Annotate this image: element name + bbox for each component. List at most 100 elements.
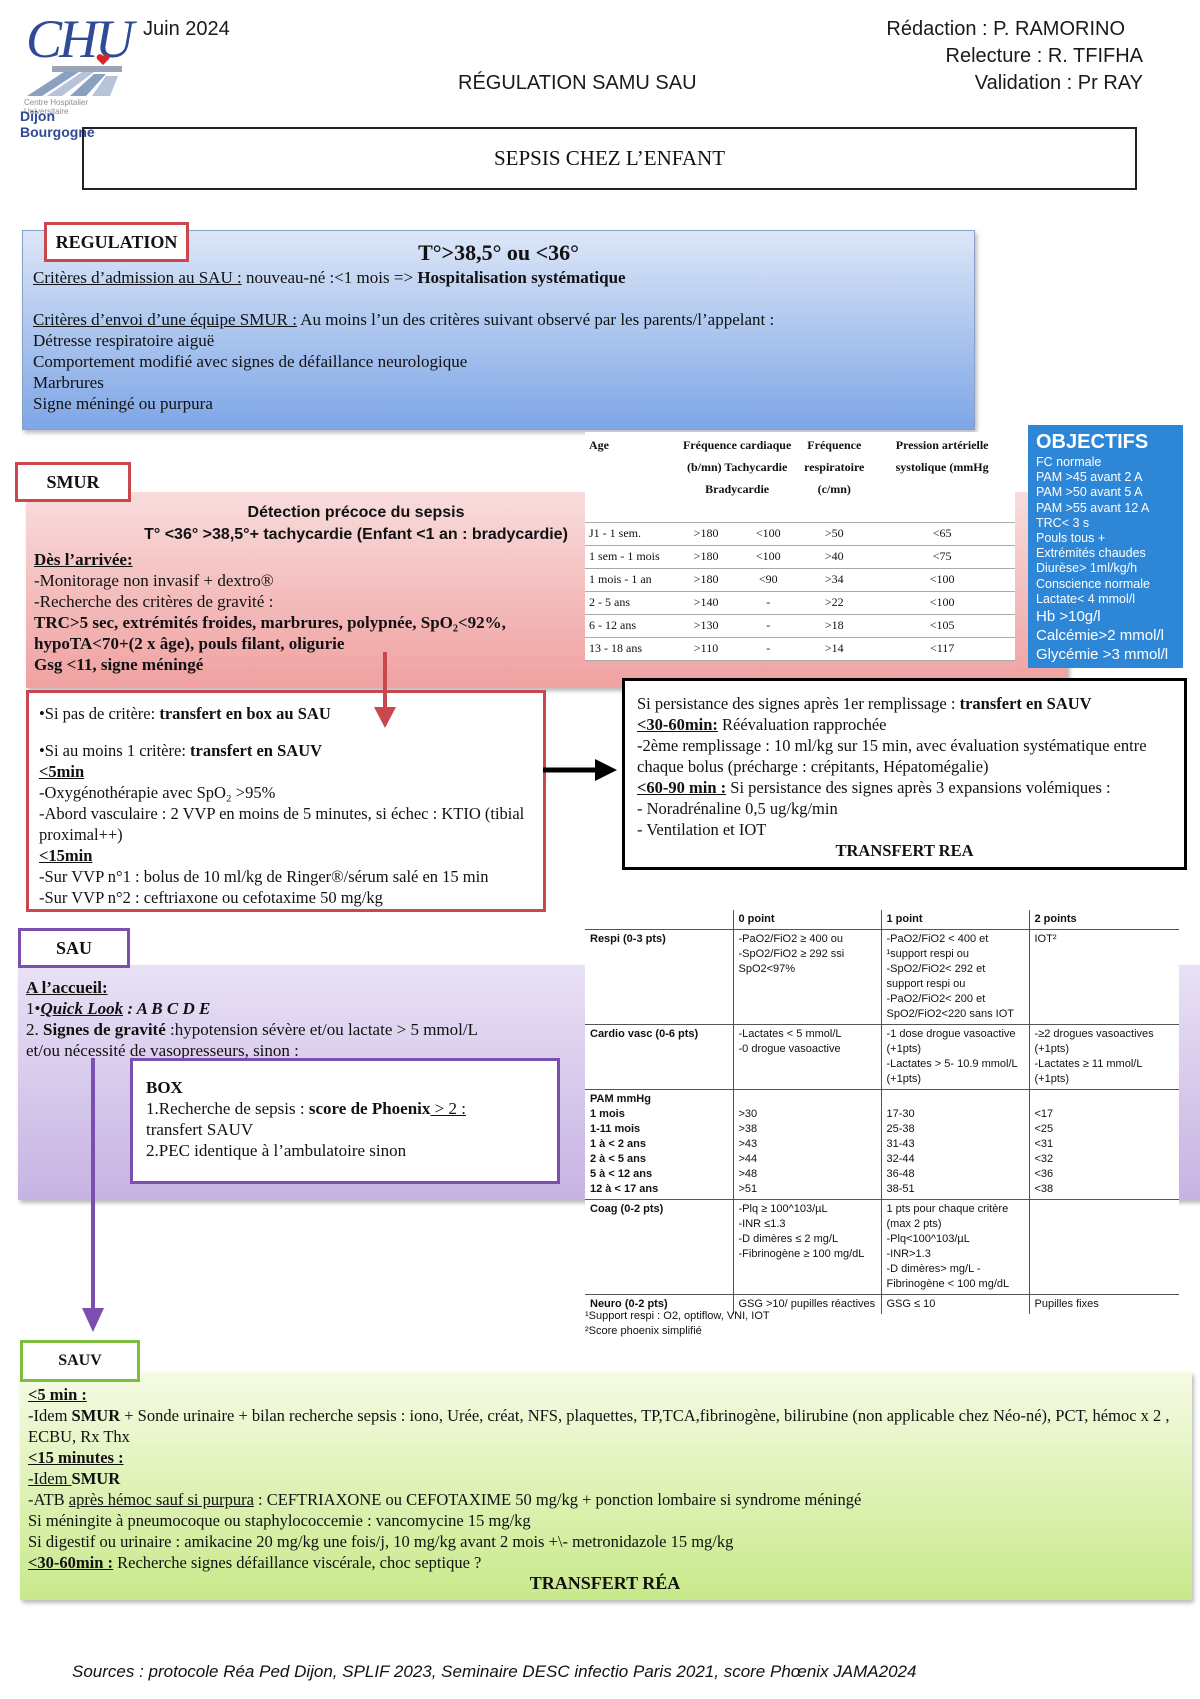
table-cell: GSG >10/ pupilles réactives bbox=[732, 1294, 881, 1314]
time-label: <60-90 min : bbox=[637, 778, 727, 797]
table-row: Respi (0-3 pts)-PaO2/FiO2 ≥ 400 ou -SpO2… bbox=[585, 929, 1179, 1025]
doc-date: Juin 2024 bbox=[143, 18, 230, 40]
table-cell: Respi (0-3 pts) bbox=[585, 929, 733, 1025]
text-bold: transfert en SAUV bbox=[190, 741, 323, 760]
expansion-line: <60-90 min : Si persistance des signes a… bbox=[637, 777, 1172, 798]
table-row: 6 - 12 ans>130->18<105 bbox=[585, 614, 1015, 638]
objective-item: Glycémie >3 mmol/l bbox=[1036, 646, 1169, 664]
criteria-list: Détresse respiratoire aiguë Comportement… bbox=[33, 330, 467, 414]
sauv-line-4: Si méningite à pneumocoque ou staphyloco… bbox=[28, 1511, 531, 1530]
down-arrow-purple-icon bbox=[82, 1058, 104, 1332]
table-row: Coag (0-2 pts)-Plq ≥ 100^103/µL -INR ≤1.… bbox=[585, 1199, 1179, 1295]
table-header bbox=[585, 910, 733, 930]
text: après hémoc sauf si purpura bbox=[68, 1490, 254, 1509]
box-line-1: 1.Recherche de sepsis : score de Phoenix… bbox=[146, 1098, 544, 1119]
footnote-2: ²Score phoenix simplifié bbox=[585, 1325, 702, 1337]
heart-icon bbox=[96, 54, 110, 65]
severity-line-2: et/ou nécessité de vasopresseurs, sinon … bbox=[26, 1041, 299, 1060]
vitals-header-row: Age Fréquence cardiaque (b/mn) Tachycard… bbox=[585, 432, 1015, 523]
objective-item: Calcémie>2 mmol/l bbox=[1036, 627, 1164, 645]
table-cell: - bbox=[737, 637, 800, 661]
table-cell: 1 sem - 1 mois bbox=[585, 545, 675, 569]
table-cell: 17-30 25-38 31-43 32-44 36-48 38-51 bbox=[880, 1089, 1029, 1200]
sources: Sources : protocole Réa Ped Dijon, SPLIF… bbox=[72, 1662, 917, 1681]
detection-criteria: T° <36° >38,5°+ tachycardie (Enfant <1 a… bbox=[144, 526, 568, 543]
temperature-criterion: T°>38,5° ou <36° bbox=[418, 240, 579, 265]
table-cell: Neuro (0-2 pts) bbox=[585, 1294, 733, 1314]
table-cell: Coag (0-2 pts) bbox=[585, 1199, 733, 1295]
text: -ATB bbox=[28, 1490, 69, 1509]
table-cell: >14 bbox=[799, 637, 870, 661]
antibiotic-line: -Sur VVP n°2 : ceftriaxone ou cefotaxime… bbox=[39, 888, 383, 907]
text-bold: SMUR bbox=[71, 1469, 121, 1488]
table-cell bbox=[1028, 1199, 1179, 1295]
table-cell: - bbox=[737, 614, 800, 638]
time-label: <30-60min: bbox=[637, 715, 718, 734]
table-cell: >34 bbox=[799, 568, 870, 592]
logo-bars-icon bbox=[27, 66, 122, 96]
time-label: <30-60min : bbox=[28, 1553, 114, 1572]
objective-item: Lactate< 4 mmol/l bbox=[1036, 591, 1136, 606]
text: Si persistance des signes après 1er remp… bbox=[637, 694, 960, 713]
objective-item: FC normale bbox=[1036, 455, 1102, 469]
table-cell: -Lactates < 5 mmol/L -0 drogue vasoactiv… bbox=[732, 1024, 881, 1090]
table-cell: >140 bbox=[675, 591, 738, 615]
noradrenaline-line: - Noradrénaline 0,5 ug/kg/min bbox=[637, 799, 838, 818]
table-cell: -PaO2/FiO2 ≥ 400 ou -SpO2/FiO2 ≥ 292 ssi… bbox=[732, 929, 881, 1025]
admission-bold: Hospitalisation systématique bbox=[417, 268, 626, 287]
ventilation-line: - Ventilation et IOT bbox=[637, 820, 767, 839]
objective-item: PAM >55 avant 12 A bbox=[1036, 500, 1150, 515]
phoenix-header-row: 0 point 1 point 2 points bbox=[585, 910, 1179, 930]
table-cell: 6 - 12 ans bbox=[585, 614, 675, 638]
phoenix-score-table: 0 point 1 point 2 points Respi (0-3 pts)… bbox=[585, 910, 1179, 1314]
admission-label: Critères d’admission au SAU : bbox=[33, 268, 242, 287]
table-cell: -Plq ≥ 100^103/µL -INR ≤1.3 -D dimères ≤… bbox=[732, 1199, 881, 1295]
table-cell: >180 bbox=[675, 568, 738, 592]
vascular-line: -Abord vasculaire : 2 VVP en moins de 5 … bbox=[39, 804, 525, 844]
sauv-line-3: -ATB après hémoc sauf si purpura : CEFTR… bbox=[28, 1489, 1182, 1510]
regulation-panel: T°>38,5° ou <36° Critères d’admission au… bbox=[22, 230, 975, 430]
oxygen-line: -Oxygénothérapie avec SpO₂ >95% bbox=[39, 783, 276, 802]
page-title-text: SEPSIS CHEZ L’ENFANT bbox=[493, 146, 726, 170]
table-cell: PAM mmHg 1 mois 1-11 mois 1 à < 2 ans 2 … bbox=[585, 1089, 733, 1200]
box-line-2: transfert SAUV bbox=[146, 1120, 254, 1139]
vitals-table: Age Fréquence cardiaque (b/mn) Tachycard… bbox=[585, 432, 1015, 661]
table-cell: - bbox=[737, 591, 800, 615]
table-cell: >130 bbox=[675, 614, 738, 638]
redaction: Rédaction : P. RAMORINO bbox=[886, 18, 1125, 40]
table-header: Fréquence respiratoire (c/mn) bbox=[799, 432, 870, 523]
table-cell: <117 bbox=[869, 637, 1015, 661]
doc-category: RÉGULATION SAMU SAU bbox=[458, 72, 697, 94]
table-cell: >50 bbox=[799, 522, 870, 546]
logo-org: Dijon Bourgogne bbox=[20, 108, 95, 140]
sauv-tag: SAUV bbox=[20, 1340, 140, 1382]
text: Recherche signes défaillance viscérale, … bbox=[113, 1553, 482, 1572]
table-cell: >40 bbox=[799, 545, 870, 569]
table-cell: Cardio vasc (0-6 pts) bbox=[585, 1024, 733, 1090]
within-15min-label: <15 minutes : bbox=[28, 1448, 124, 1467]
table-cell: <90 bbox=[737, 568, 800, 592]
table-row: 2 - 5 ans>140->22<100 bbox=[585, 591, 1015, 615]
table-cell: <65 bbox=[869, 522, 1015, 546]
within-5min-label: <5 min : bbox=[28, 1385, 87, 1404]
criteria-item: Comportement modifié avec signes de défa… bbox=[33, 352, 468, 371]
objective-item: Diurèse> 1ml/kg/h bbox=[1036, 561, 1138, 576]
transfer-rea: TRANSFERT RÉA bbox=[529, 1573, 681, 1593]
table-header: 0 point bbox=[732, 910, 881, 930]
down-arrow-icon bbox=[374, 652, 396, 728]
table-row: 1 sem - 1 mois>180<100>40<75 bbox=[585, 545, 1015, 569]
within-15min-label: <15min bbox=[39, 846, 93, 865]
chu-logo: CHU Centre Hospitalier Universitaire Dij… bbox=[12, 8, 134, 140]
severity-line: 2. Signes de gravité :hypotension sévère… bbox=[26, 1020, 478, 1039]
table-cell: 2 - 5 ans bbox=[585, 591, 675, 615]
table-cell: -PaO2/FiO2 < 400 et ¹support respi ou -S… bbox=[880, 929, 1029, 1025]
text: Réévaluation rapprochée bbox=[717, 715, 887, 734]
bolus-line: -Sur VVP n°1 : bolus de 10 ml/kg de Ring… bbox=[39, 867, 489, 886]
severity-label: Signes de gravité bbox=[43, 1020, 166, 1039]
persist-line: Si persistance des signes après 1er remp… bbox=[637, 693, 1172, 714]
detection-title: Détection précoce du sepsis bbox=[247, 504, 465, 521]
table-header: 1 point bbox=[880, 910, 1029, 930]
table-cell: <75 bbox=[869, 545, 1015, 569]
